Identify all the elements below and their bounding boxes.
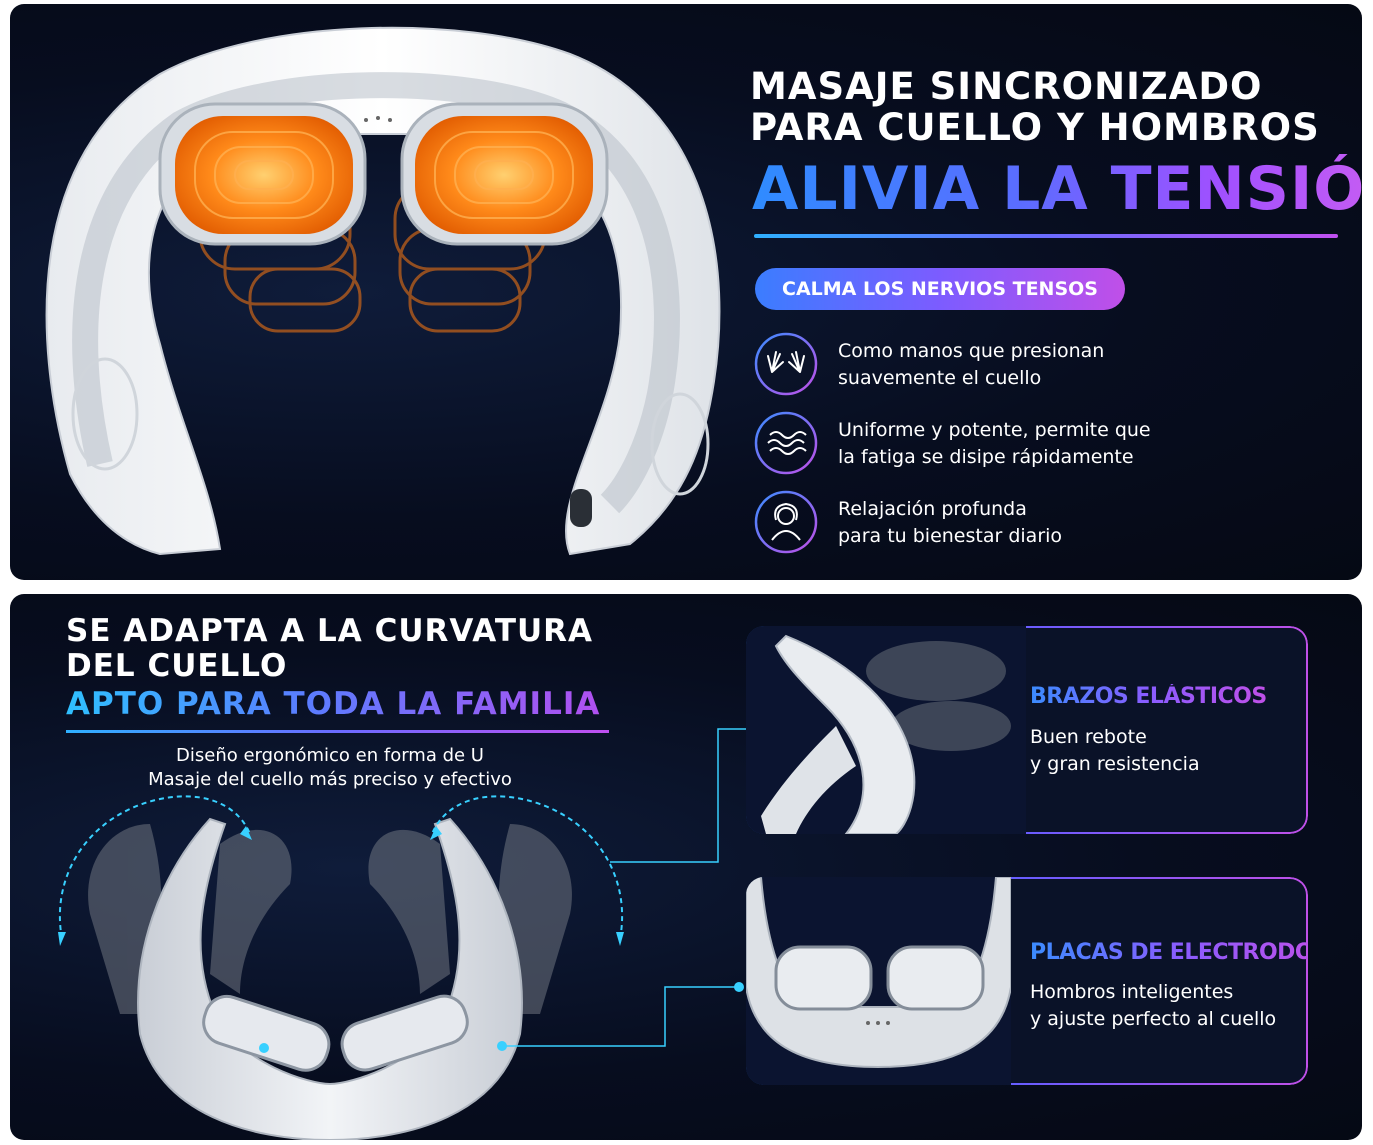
feature-item-waves: Uniforme y potente, permite que la fatig…	[754, 411, 1314, 475]
elastic-arm-image	[746, 626, 1026, 834]
ergo-line2: Masaje del cuello más preciso y efectivo	[148, 769, 512, 790]
feature-hands-line2: suavemente el cuello	[838, 367, 1042, 389]
card-elastic-arms: BRAZOS ELÁSTICOS Buen rebote y gran resi…	[746, 626, 1308, 834]
bottom-title: SE ADAPTA A LA CURVATURA DEL CUELLO	[66, 614, 626, 683]
card-electrode-plates: PLACAS DE ELECTRODOS Hombros inteligente…	[746, 877, 1308, 1085]
top-highlight-heading: ALIVIA LA TENSIÓN	[752, 154, 1362, 224]
card-electrode-plates-title: PLACAS DE ELECTRODOS	[1030, 940, 1308, 965]
top-panel: MASAJE SINCRONIZADO PARA CUELLO Y HOMBRO…	[10, 4, 1362, 580]
bottom-panel: SE ADAPTA A LA CURVATURA DEL CUELLO APTO…	[10, 594, 1362, 1140]
top-title-line1: MASAJE SINCRONIZADO	[750, 65, 1263, 108]
calm-badge: CALMA LOS NERVIOS TENSOS	[755, 268, 1125, 310]
relax-person-icon	[754, 490, 818, 554]
card-electrode-plates-line1: Hombros inteligentes	[1030, 981, 1234, 1003]
feature-item-hands: Como manos que presionan suavemente el c…	[754, 332, 1314, 396]
feature-waves-line1: Uniforme y potente, permite que	[838, 419, 1151, 441]
bottom-title-line1: SE ADAPTA A LA CURVATURA	[66, 613, 594, 649]
neck-massager-top-illustration	[45, 26, 721, 556]
bottom-divider	[66, 730, 609, 733]
ergo-line1: Diseño ergonómico en forma de U	[176, 745, 484, 766]
card-elastic-arms-line2: y gran resistencia	[1030, 753, 1200, 775]
card-electrode-plates-line2: y ajuste perfecto al cuello	[1030, 1008, 1277, 1030]
top-title: MASAJE SINCRONIZADO PARA CUELLO Y HOMBRO…	[750, 66, 1350, 149]
feature-item-relax: Relajación profunda para tu bienestar di…	[754, 490, 1314, 554]
bottom-title-line2: DEL CUELLO	[66, 647, 288, 684]
hands-icon	[754, 332, 818, 396]
feature-waves-line2: la fatiga se disipe rápidamente	[838, 446, 1134, 468]
top-title-line2: PARA CUELLO Y HOMBROS	[750, 106, 1320, 150]
feature-relax-line2: para tu bienestar diario	[838, 525, 1063, 547]
card-elastic-arms-line1: Buen rebote	[1030, 726, 1147, 748]
top-divider	[754, 234, 1338, 238]
ergonomic-description: Diseño ergonómico en forma de U Masaje d…	[120, 744, 540, 792]
feature-hands-line1: Como manos que presionan	[838, 340, 1105, 362]
electrode-plates-image	[746, 877, 1011, 1085]
neck-massager-bottom-illustration	[58, 728, 746, 1140]
feature-relax-line1: Relajación profunda	[838, 498, 1027, 520]
waves-icon	[754, 411, 818, 475]
card-elastic-arms-title: BRAZOS ELÁSTICOS	[1030, 684, 1267, 709]
bottom-highlight-heading: APTO PARA TODA LA FAMILIA	[66, 686, 601, 722]
